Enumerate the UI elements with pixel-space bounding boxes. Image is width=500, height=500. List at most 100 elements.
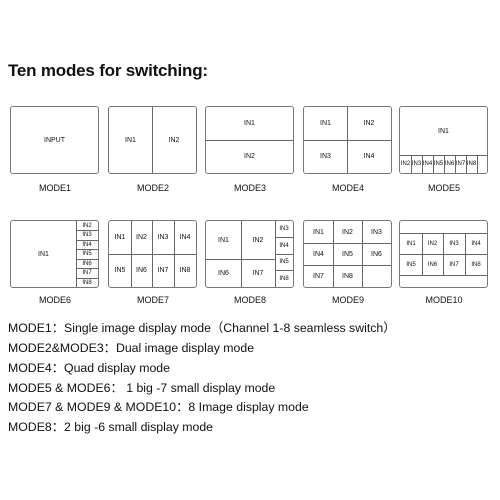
- mode7-cell: IN4: [179, 234, 191, 241]
- mode6-divider: [76, 259, 98, 260]
- mode1-diagram: INPUT: [10, 106, 99, 174]
- mode4-diagram: IN1 IN2 IN3 IN4: [303, 106, 392, 174]
- mode8-divider: [275, 237, 293, 238]
- mode10-cell: IN1: [406, 240, 416, 247]
- mode8-cell-big: IN1: [218, 236, 229, 244]
- mode6-divider: [76, 230, 98, 231]
- mode10-divider: [443, 233, 444, 275]
- mode-description: MODE2&MODE3：Dual image display mode: [8, 341, 255, 355]
- mode7-cell: IN3: [157, 234, 169, 241]
- mode5-divider: [444, 155, 445, 173]
- mode8-cell-small: IN7: [252, 269, 264, 277]
- mode-description: MODE5 & MODE6： 1 big -7 small display mo…: [8, 381, 276, 395]
- mode5-cell-small: IN2: [400, 161, 411, 167]
- mode10-cell: IN8: [471, 261, 481, 268]
- mode10-diagram: IN1 IN2 IN3 IN4 IN5 IN6 IN7 IN8: [399, 220, 488, 288]
- mode4-cell: IN1: [320, 120, 331, 127]
- mode8-divider: [241, 259, 242, 287]
- mode9-label: MODE9: [331, 295, 364, 305]
- mode6-divider: [76, 278, 98, 279]
- mode-description: MODE1：Single image display mode（Channel …: [8, 321, 396, 335]
- mode5-divider: [422, 155, 423, 173]
- mode2-cell: IN2: [168, 136, 180, 144]
- mode8-divider: [206, 259, 275, 260]
- mode9-divider: [304, 265, 391, 266]
- mode-description: MODE4：Quad display mode: [8, 361, 170, 375]
- mode8-cell-small: IN8: [279, 275, 289, 282]
- mode10-cell: IN6: [427, 261, 438, 268]
- mode6-cell-small: IN8: [82, 279, 92, 286]
- mode5-diagram: IN1 IN2 IN3 IN4 IN5 IN6 IN7 IN8: [399, 106, 488, 174]
- mode7-cell: IN1: [114, 234, 126, 241]
- mode7-cell: IN7: [157, 267, 169, 274]
- mode10-cell: IN5: [406, 261, 416, 268]
- page-title: Ten modes for switching:: [8, 61, 208, 80]
- mode1-label: MODE1: [38, 183, 71, 193]
- mode9-cell: IN7: [313, 272, 324, 280]
- mode5-divider: [455, 155, 456, 173]
- mode6-divider: [76, 221, 77, 287]
- mode3-divider: [206, 140, 293, 141]
- mode10-cell: IN7: [449, 261, 459, 268]
- mode6-cell-small: IN7: [82, 270, 92, 276]
- mode5-divider: [477, 155, 478, 173]
- mode7-cell: IN2: [136, 234, 147, 241]
- mode8-divider: [275, 254, 293, 255]
- mode8-divider: [241, 221, 242, 270]
- mode10-cell: IN4: [471, 240, 481, 247]
- mode6-divider: [76, 249, 98, 250]
- mode5-divider: [433, 155, 434, 173]
- mode-description: MODE8：2 big -6 small display mode: [8, 420, 214, 434]
- mode6-cell-small: IN2: [82, 222, 92, 229]
- mode7-cell: IN8: [179, 267, 191, 274]
- mode3-cell: IN1: [244, 120, 255, 127]
- mode8-cell-small: IN4: [279, 242, 289, 249]
- mode9-cell: IN5: [342, 250, 353, 258]
- mode6-divider: [76, 240, 98, 241]
- mode6-cell-main: IN1: [38, 250, 49, 258]
- mode5-divider: [400, 155, 487, 156]
- mode10-cell: IN2: [427, 240, 438, 247]
- mode6-cell-small: IN6: [82, 260, 92, 267]
- mode10-divider: [422, 233, 423, 275]
- mode6-label: MODE6: [38, 295, 71, 305]
- mode8-cell-small: IN6: [218, 269, 229, 277]
- mode3-cell: IN2: [244, 153, 255, 160]
- mode8-label: MODE8: [233, 295, 266, 305]
- mode7-label: MODE7: [136, 295, 169, 305]
- mode2-diagram: IN1 IN2: [108, 106, 197, 174]
- mode9-divider: [362, 265, 363, 287]
- mode3-diagram: IN1 IN2: [205, 106, 294, 174]
- mode5-cell-small: IN4: [422, 161, 433, 167]
- mode5-cell-small: IN6: [444, 161, 455, 167]
- mode10-label: MODE10: [425, 295, 463, 305]
- mode6-cell-small: IN4: [82, 241, 92, 248]
- mode2-cell: IN1: [125, 136, 136, 144]
- mode4-cell: IN4: [363, 153, 375, 160]
- mode5-cell-small: IN7: [455, 161, 466, 167]
- mode10-divider: [465, 233, 466, 275]
- mode9-divider: [304, 243, 391, 244]
- mode5-label: MODE5: [427, 183, 460, 193]
- mode10-cell: IN3: [449, 240, 459, 247]
- mode7-diagram: IN1 IN2 IN3 IN4 IN5 IN6 IN7 IN8: [108, 220, 197, 288]
- mode9-divider: [333, 221, 334, 287]
- mode5-divider: [466, 155, 467, 173]
- mode2-divider: [152, 107, 153, 173]
- mode10-divider: [400, 275, 487, 276]
- mode5-cell-small: IN8: [466, 161, 477, 167]
- mode9-diagram: IN1 IN2 IN3 IN4 IN5 IN6 IN7 IN8: [303, 220, 392, 288]
- mode9-cell: IN1: [313, 228, 324, 236]
- mode6-cell-small: IN3: [82, 232, 92, 238]
- mode5-divider: [411, 155, 412, 173]
- mode6-cell-small: IN5: [82, 251, 92, 257]
- mode5-cell-main: IN1: [438, 127, 449, 135]
- mode8-divider: [275, 270, 293, 271]
- mode9-cell: IN2: [342, 228, 353, 236]
- mode8-diagram: IN1 IN2 IN6 IN7 IN3 IN4 IN5 IN8: [205, 220, 294, 288]
- mode7-divider: [109, 254, 196, 255]
- mode8-cell-small: IN5: [279, 259, 289, 265]
- mode8-cell-small: IN3: [279, 226, 289, 232]
- mode5-cell-small: IN5: [433, 161, 444, 167]
- mode9-cell: IN3: [371, 228, 382, 236]
